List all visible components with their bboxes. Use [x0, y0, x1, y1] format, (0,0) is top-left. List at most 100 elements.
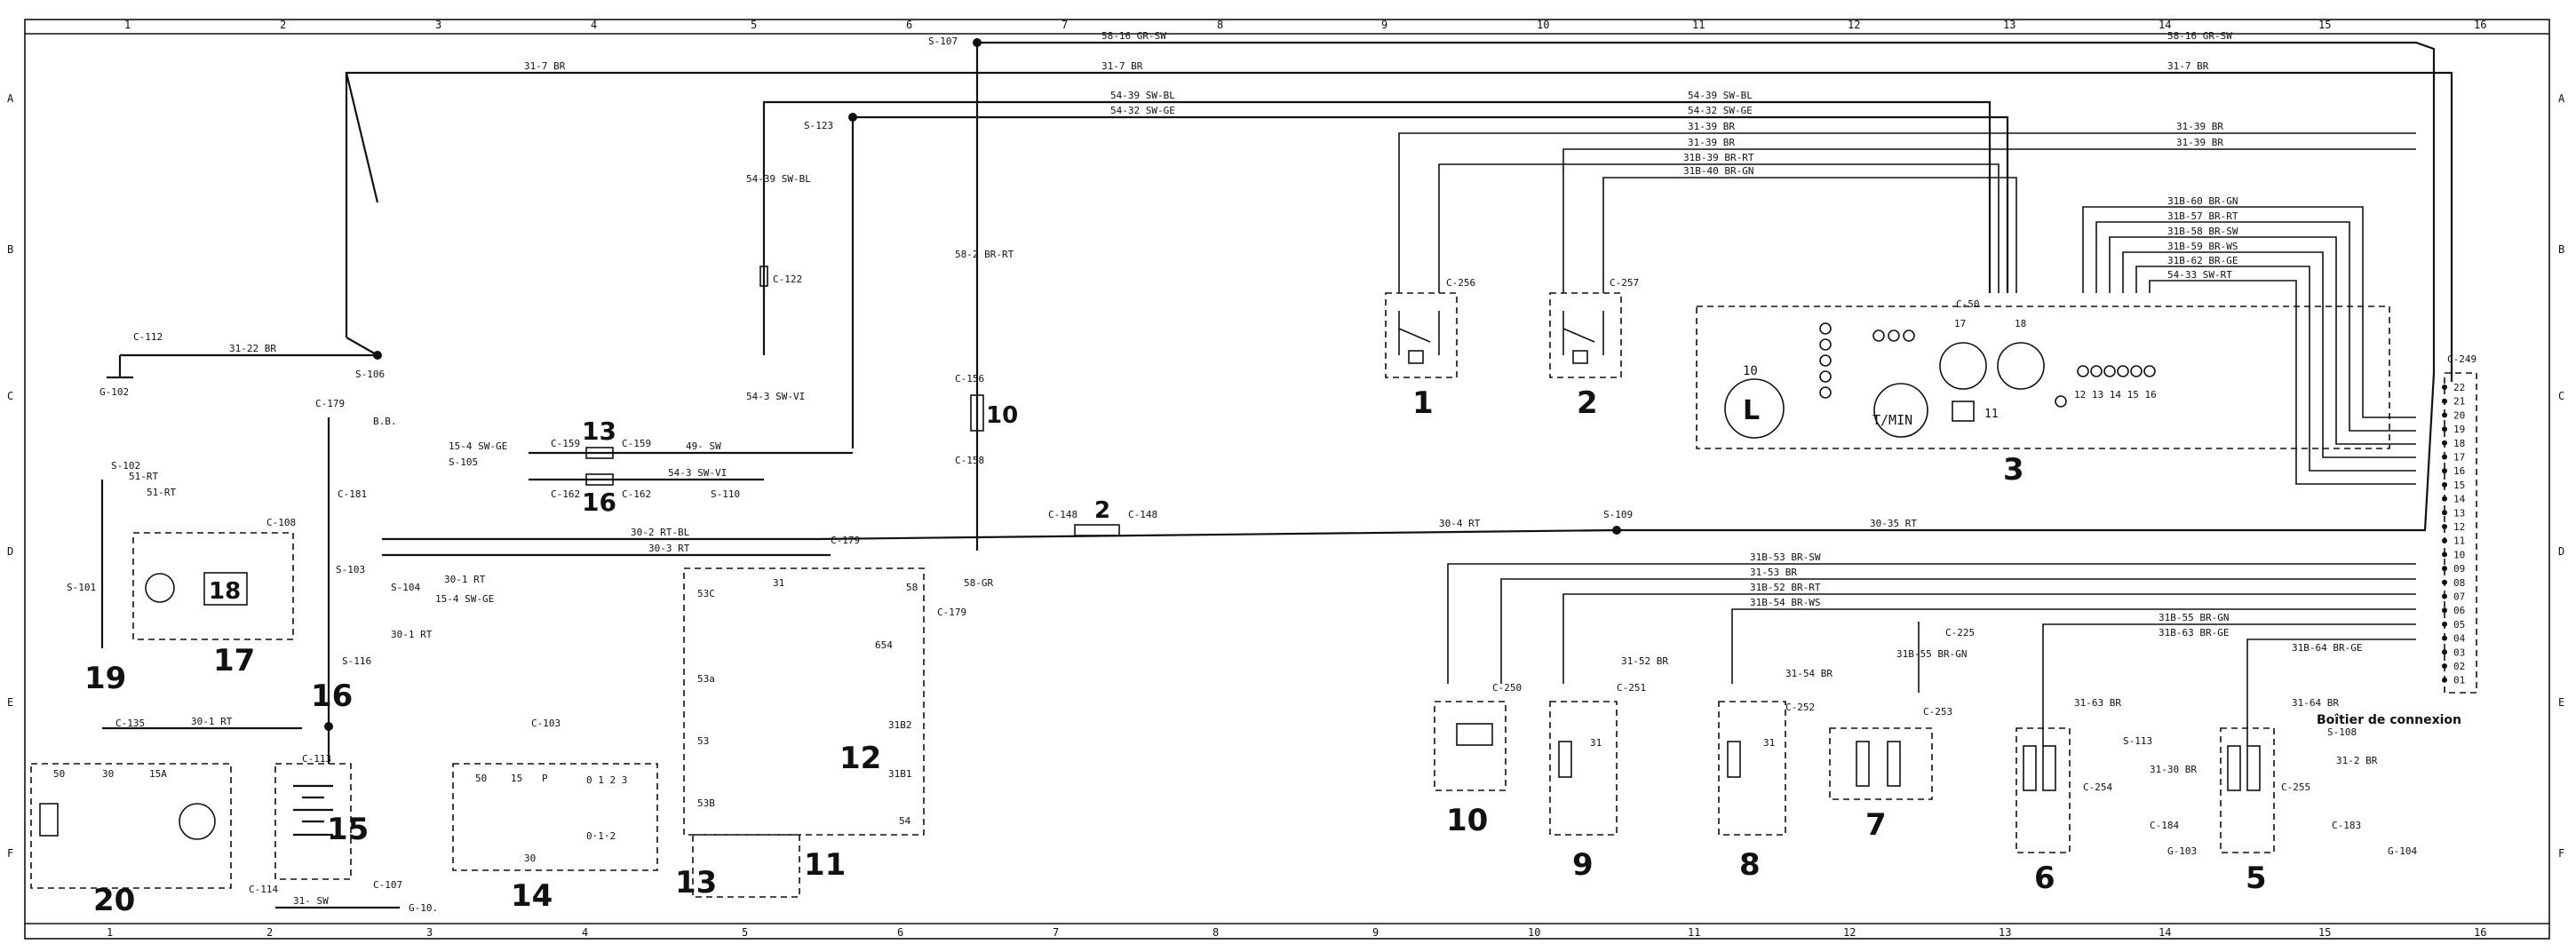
svg-text:54-33 SW-RT: 54-33 SW-RT	[2167, 269, 2232, 281]
svg-text:A: A	[7, 92, 14, 105]
svg-text:C-156: C-156	[955, 373, 984, 385]
junction-pin-22: 22	[2453, 382, 2465, 393]
svg-text:31-39 BR: 31-39 BR	[1688, 121, 1735, 132]
svg-text:58-16 GR-SW: 58-16 GR-SW	[2167, 30, 2232, 42]
junction-pin-15: 15	[2453, 480, 2465, 491]
junction-pin-terminal	[2442, 496, 2447, 502]
svg-text:C-183: C-183	[2332, 820, 2361, 831]
component-3-instrument-cluster: L 10 T/MIN 11 17 18 C-50 12 13 14 15 16 …	[1696, 298, 2390, 488]
junction-pin-terminal	[2442, 412, 2447, 418]
svg-text:C-251: C-251	[1617, 682, 1646, 694]
svg-text:C-148: C-148	[1128, 509, 1157, 520]
junction-pin-terminal	[2442, 621, 2447, 627]
svg-text:1: 1	[124, 19, 131, 31]
svg-text:31-2 BR: 31-2 BR	[2336, 755, 2378, 766]
svg-text:31B-60 BR-GN: 31B-60 BR-GN	[2167, 195, 2238, 207]
svg-text:31-30 BR: 31-30 BR	[2150, 764, 2197, 775]
svg-text:B: B	[2558, 243, 2564, 256]
svg-text:S-108: S-108	[2327, 726, 2357, 738]
svg-text:C-250: C-250	[1492, 682, 1522, 694]
svg-text:G-103: G-103	[2167, 845, 2197, 857]
svg-text:10: 10	[1446, 803, 1488, 838]
junction-pin-06: 06	[2453, 605, 2465, 616]
svg-text:30-2 RT-BL: 30-2 RT-BL	[631, 527, 690, 538]
junction-pin-terminal	[2442, 468, 2447, 474]
svg-text:12: 12	[839, 741, 881, 776]
svg-text:S-109: S-109	[1603, 509, 1633, 520]
svg-text:C-249: C-249	[2447, 353, 2477, 365]
component-10: C-250 10	[1434, 682, 1522, 838]
svg-text:C-179: C-179	[831, 535, 860, 546]
svg-text:31: 31	[1763, 737, 1775, 749]
svg-text:31: 31	[1590, 737, 1602, 749]
junction-pin-02: 02	[2453, 661, 2465, 672]
svg-text:15A: 15A	[149, 768, 167, 780]
junction-pin-terminal	[2442, 566, 2447, 572]
svg-text:C: C	[7, 390, 13, 402]
junction-pin-terminal	[2442, 481, 2447, 488]
wire-30-bus: 30-2 RT-BL 30-3 RT 30-4 RT 30-35 RT S-10…	[382, 372, 2436, 585]
svg-text:B.B.: B.B.	[373, 416, 397, 427]
svg-text:5: 5	[2246, 861, 2267, 896]
svg-text:S-110: S-110	[711, 488, 740, 500]
svg-text:C-135: C-135	[115, 718, 145, 729]
svg-text:C-108: C-108	[266, 517, 296, 528]
junction-pin-16: 16	[2453, 465, 2465, 477]
junction-pin-terminal	[2442, 426, 2447, 432]
svg-text:31-54 BR: 31-54 BR	[1785, 668, 1833, 679]
junction-pin-terminal	[2442, 635, 2447, 641]
svg-text:S-102: S-102	[111, 460, 140, 472]
svg-text:17: 17	[1954, 318, 1966, 329]
svg-text:C-112: C-112	[133, 331, 163, 343]
svg-text:C-257: C-257	[1610, 277, 1639, 289]
svg-text:30-1 RT: 30-1 RT	[444, 574, 486, 585]
svg-text:51-RT: 51-RT	[147, 487, 176, 498]
svg-text:31-39 BR: 31-39 BR	[2176, 137, 2223, 148]
svg-text:11: 11	[1688, 926, 1700, 939]
svg-text:31B-40 BR-GN: 31B-40 BR-GN	[1683, 165, 1753, 177]
junction-pin-terminal	[2442, 607, 2447, 614]
junction-pin-19: 19	[2453, 424, 2465, 435]
svg-text:C-254: C-254	[2083, 781, 2112, 793]
svg-text:31B-59 BR-WS: 31B-59 BR-WS	[2167, 241, 2238, 252]
svg-text:2: 2	[1577, 385, 1598, 421]
svg-text:15: 15	[2318, 926, 2331, 939]
svg-text:C-181: C-181	[338, 488, 367, 500]
svg-text:4: 4	[582, 926, 588, 939]
svg-text:4: 4	[591, 19, 597, 31]
component-17-18: 18 17 S-102 51-RT 51-RT C-108 S-101 19	[67, 460, 296, 696]
wire-54-39: 54-39 SW-BL 54-39 SW-BL	[762, 90, 1992, 355]
svg-text:16: 16	[2474, 19, 2486, 31]
svg-text:16: 16	[2474, 926, 2486, 939]
junction-pin-terminal	[2442, 524, 2447, 529]
wire-31-39: 31-39 BR 31-39 BR 31-39 BR 31-39 BR	[1398, 121, 2416, 293]
svg-text:54-32 SW-GE: 54-32 SW-GE	[1688, 105, 1753, 116]
svg-text:C-252: C-252	[1785, 702, 1815, 713]
svg-text:C-159: C-159	[622, 438, 651, 449]
svg-text:31: 31	[773, 577, 784, 589]
component-13-16-connectors: C-159 C-159 C-162 C-162 13 16 49- SW 54-…	[449, 416, 853, 517]
svg-text:58: 58	[906, 582, 918, 593]
junction-pin-17: 17	[2453, 452, 2465, 464]
svg-text:F: F	[2558, 847, 2564, 860]
svg-text:12 13 14 15 16: 12 13 14 15 16	[2074, 389, 2157, 401]
svg-text:53a: 53a	[697, 673, 715, 685]
svg-text:7: 7	[1053, 926, 1059, 939]
svg-text:6: 6	[2034, 861, 2055, 896]
svg-text:53: 53	[697, 735, 709, 747]
junction-pin-12: 12	[2453, 521, 2465, 533]
component-15-battery: 15 16 C-179 C-181 S-103 S-116 C-113 C-11…	[249, 398, 397, 895]
svg-text:11: 11	[1692, 19, 1705, 31]
svg-text:C-256: C-256	[1446, 277, 1475, 289]
svg-text:31-63 BR: 31-63 BR	[2074, 697, 2121, 709]
svg-text:31B-54 BR-WS: 31B-54 BR-WS	[1750, 597, 1820, 608]
svg-text:54: 54	[899, 815, 911, 827]
svg-text:58-2 BR-RT: 58-2 BR-RT	[955, 249, 1014, 260]
splice-s123: S-123 54-39 SW-BL 54-3 SW-VI C-122	[746, 113, 857, 402]
svg-text:49- SW: 49- SW	[686, 440, 721, 452]
svg-text:1: 1	[1412, 385, 1434, 421]
svg-text:8: 8	[1212, 926, 1219, 939]
component-6: 31-63 BR C-254 31-30 BR S-113 C-184 G-10…	[2015, 697, 2197, 896]
junction-pin-04: 04	[2453, 633, 2466, 645]
svg-text:19: 19	[84, 661, 126, 696]
